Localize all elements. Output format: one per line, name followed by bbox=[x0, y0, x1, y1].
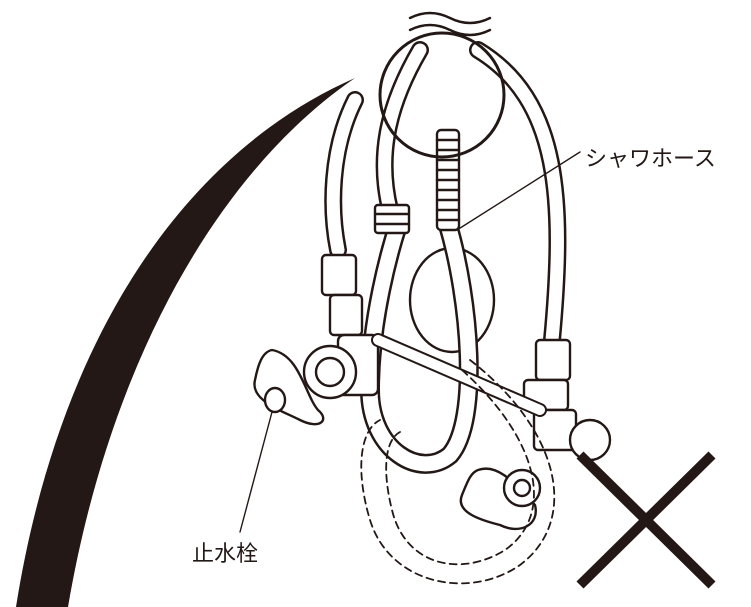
right-valve-fitting bbox=[534, 338, 572, 382]
detail-magnifier-circle bbox=[378, 31, 506, 159]
shower-hose-label: シャワホース bbox=[585, 147, 716, 172]
right-valve-body bbox=[568, 418, 612, 462]
stop-valve-label: 止水栓 bbox=[192, 542, 259, 567]
dashed-hose-incorrect bbox=[360, 359, 556, 585]
pipe-break-mark bbox=[408, 11, 492, 25]
hose-nut bbox=[373, 203, 411, 235]
left-valve-body bbox=[302, 344, 358, 400]
shower-hose-leader bbox=[456, 151, 581, 231]
left-valve-fitting bbox=[320, 253, 358, 297]
incorrect-x-mark bbox=[576, 451, 716, 589]
stop-valve-leader bbox=[239, 411, 273, 533]
pipe-break-mark bbox=[408, 23, 492, 37]
basin-edge bbox=[16, 78, 355, 607]
